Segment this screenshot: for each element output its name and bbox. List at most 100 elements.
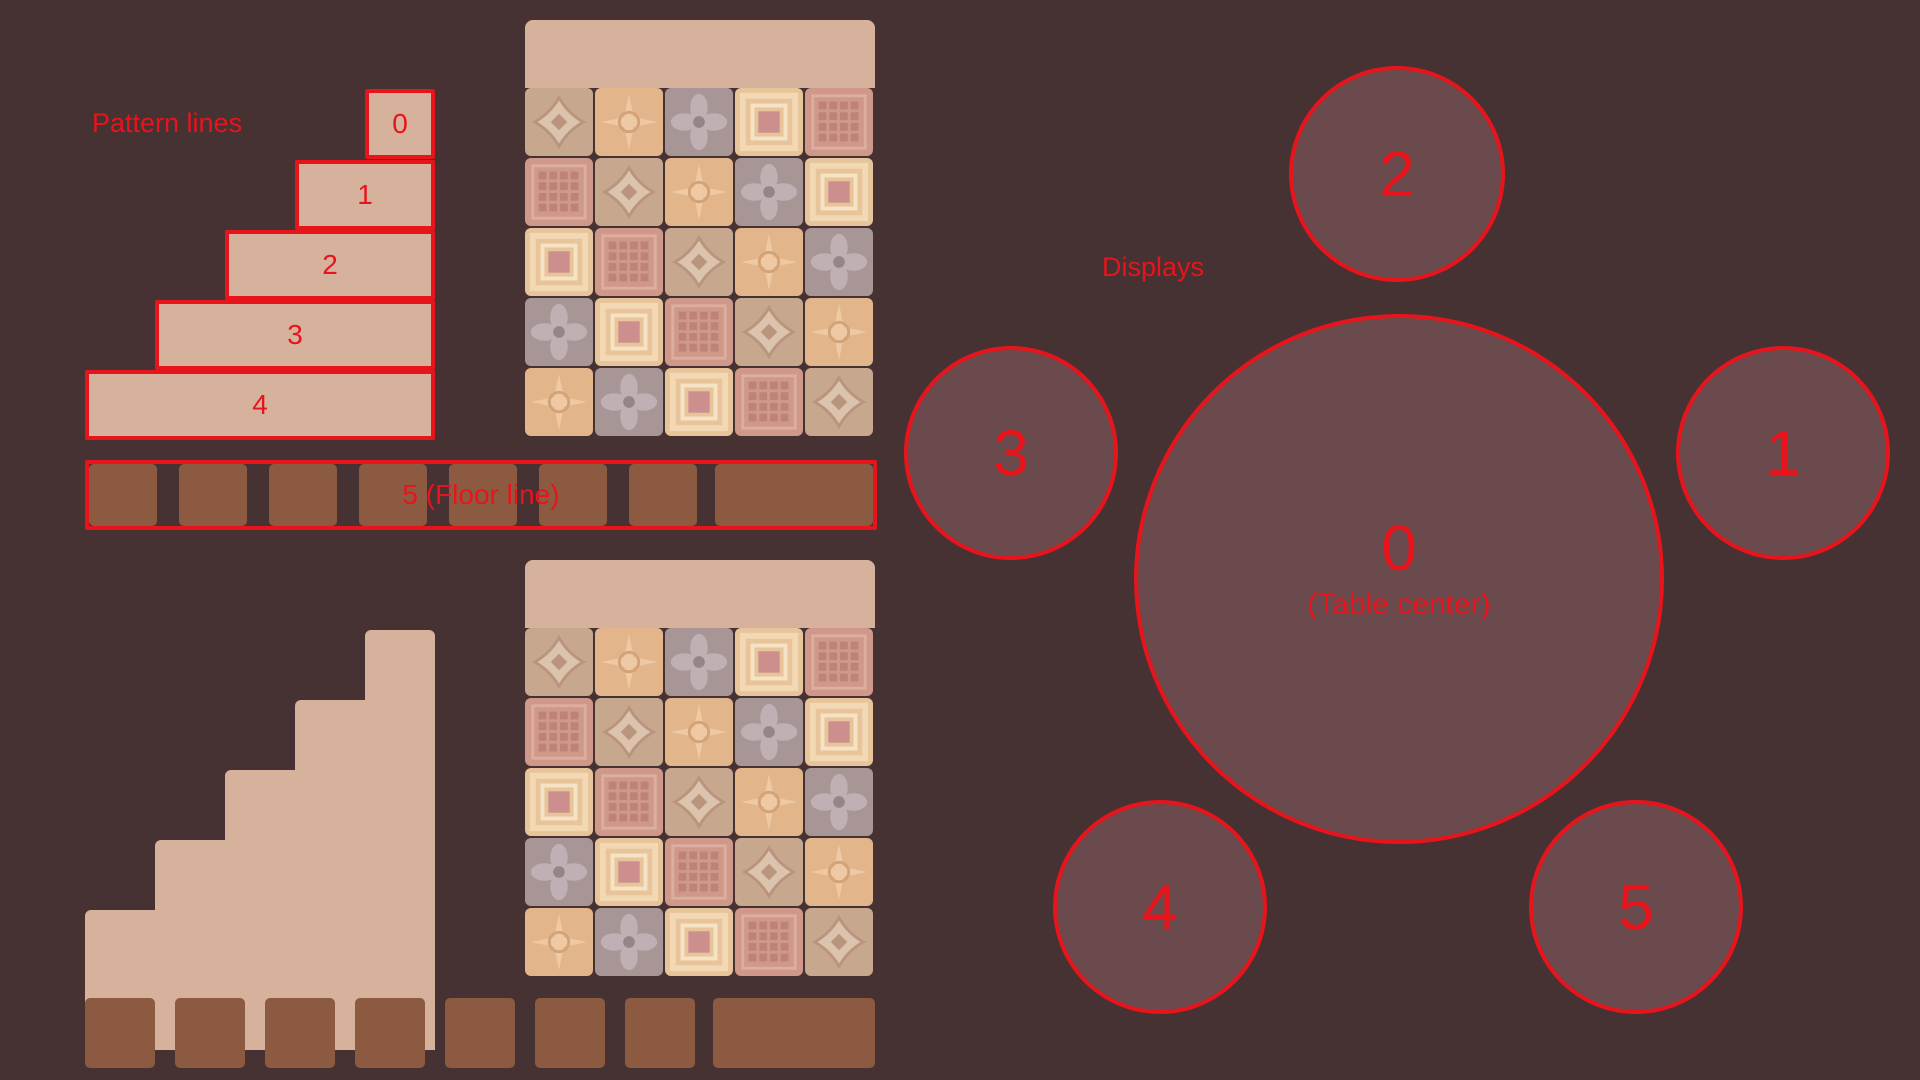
table-center-text: (Table center) <box>1307 588 1491 621</box>
wall-tile-flower <box>595 368 663 436</box>
player-board-annotated: Pattern lines 0 1 2 3 4 <box>0 0 900 540</box>
pattern-line-3-label: 3 <box>287 319 303 350</box>
display-2-number: 2 <box>1379 138 1415 210</box>
wall-tile-square <box>665 908 733 976</box>
floor-slot <box>539 464 607 526</box>
wall-tile-grid <box>805 628 873 696</box>
wall-tile-grid <box>595 768 663 836</box>
floor-slot <box>265 998 335 1068</box>
wall-tile-diamond <box>805 908 873 976</box>
table-center-number: 0 <box>1381 512 1417 584</box>
floor-slot <box>449 464 517 526</box>
wall-tile-diamond <box>525 628 593 696</box>
wall-tile-flower <box>665 88 733 156</box>
wall-tile-star <box>805 298 873 366</box>
wall-tile-star <box>735 768 803 836</box>
wall-tile-square <box>525 228 593 296</box>
wall-tile-square <box>735 628 803 696</box>
wall-tile-square <box>805 698 873 766</box>
wall-tile-grid <box>665 838 733 906</box>
wall-tile-square <box>595 838 663 906</box>
pattern-line-4[interactable]: 4 <box>85 370 435 440</box>
pattern-lines-label: Pattern lines <box>92 108 243 138</box>
wall-tile-square <box>525 768 593 836</box>
wall-tile-star <box>735 228 803 296</box>
floor-slot <box>535 998 605 1068</box>
display-3-number: 3 <box>993 417 1029 489</box>
wall-tile-grid <box>595 228 663 296</box>
wall-tile-diamond <box>595 158 663 226</box>
score-track <box>525 560 875 628</box>
wall-tile-flower <box>665 628 733 696</box>
wall-tile-star <box>595 88 663 156</box>
display-2[interactable]: 2 <box>1289 66 1505 282</box>
wall-tile-diamond <box>735 298 803 366</box>
floor-slot <box>85 998 155 1068</box>
wall-tile-grid <box>735 368 803 436</box>
floor-slot <box>269 464 337 526</box>
floor-line[interactable] <box>85 998 877 1068</box>
displays-label: Displays <box>1102 252 1205 282</box>
wall-tile-flower <box>735 698 803 766</box>
pattern-line-2-label: 2 <box>322 249 338 280</box>
wall-tile-flower <box>805 228 873 296</box>
table-center[interactable]: 0 (Table center) <box>1134 314 1664 844</box>
wall-tile-diamond <box>665 228 733 296</box>
floor-slot <box>625 998 695 1068</box>
wall-tile-flower <box>735 158 803 226</box>
pattern-line-2[interactable]: 2 <box>225 230 435 300</box>
wall-tile-flower <box>595 908 663 976</box>
pattern-line-0-label: 0 <box>392 108 408 139</box>
wall-tile-star <box>525 368 593 436</box>
display-4-number: 4 <box>1142 871 1178 943</box>
display-1-number: 1 <box>1765 417 1801 489</box>
display-4[interactable]: 4 <box>1053 800 1267 1014</box>
pattern-line-1-label: 1 <box>357 179 373 210</box>
pattern-line-1[interactable] <box>295 700 367 1050</box>
wall-tile-grid <box>735 908 803 976</box>
wall-tile-star <box>665 158 733 226</box>
wall-grid <box>525 88 875 438</box>
floor-slot <box>355 998 425 1068</box>
wall-tile-star <box>525 908 593 976</box>
floor-line-outline <box>85 460 877 530</box>
wall-tile-star <box>805 838 873 906</box>
floor-slot <box>89 464 157 526</box>
floor-line-label: 5 (Floor line) <box>402 479 560 510</box>
wall-tile-flower <box>805 768 873 836</box>
pattern-line-4-label: 4 <box>252 389 268 420</box>
wall-tile-grid <box>525 158 593 226</box>
floor-slot <box>179 464 247 526</box>
wall-tile-diamond <box>595 698 663 766</box>
floor-slot-wide <box>713 998 875 1068</box>
display-3[interactable]: 3 <box>904 346 1118 560</box>
player-board <box>0 540 900 1080</box>
wall-tile-diamond <box>805 368 873 436</box>
score-track <box>525 20 875 88</box>
floor-slot <box>359 464 427 526</box>
wall-grid <box>525 628 875 978</box>
wall-tile-diamond <box>665 768 733 836</box>
wall-tile-square <box>805 158 873 226</box>
display-5[interactable]: 5 <box>1529 800 1743 1014</box>
wall-tile-diamond <box>525 88 593 156</box>
wall-tile-star <box>665 698 733 766</box>
display-5-number: 5 <box>1618 871 1654 943</box>
display-1[interactable]: 1 <box>1676 346 1890 560</box>
floor-slot <box>445 998 515 1068</box>
wall-tile-diamond <box>735 838 803 906</box>
pattern-line-0[interactable] <box>365 630 435 1050</box>
wall-tile-square <box>595 298 663 366</box>
floor-line[interactable]: 5 (Floor line) <box>85 460 877 530</box>
wall-tile-grid <box>525 698 593 766</box>
pattern-line-3[interactable]: 3 <box>155 300 435 370</box>
wall-tile-grid <box>665 298 733 366</box>
wall-tile-flower <box>525 298 593 366</box>
floor-slot-wide <box>715 464 873 526</box>
wall-tile-star <box>595 628 663 696</box>
wall-tile-grid <box>805 88 873 156</box>
wall-tile-square <box>735 88 803 156</box>
pattern-line-1[interactable]: 1 <box>295 160 435 230</box>
floor-slot <box>629 464 697 526</box>
pattern-line-0[interactable]: 0 <box>365 89 435 159</box>
